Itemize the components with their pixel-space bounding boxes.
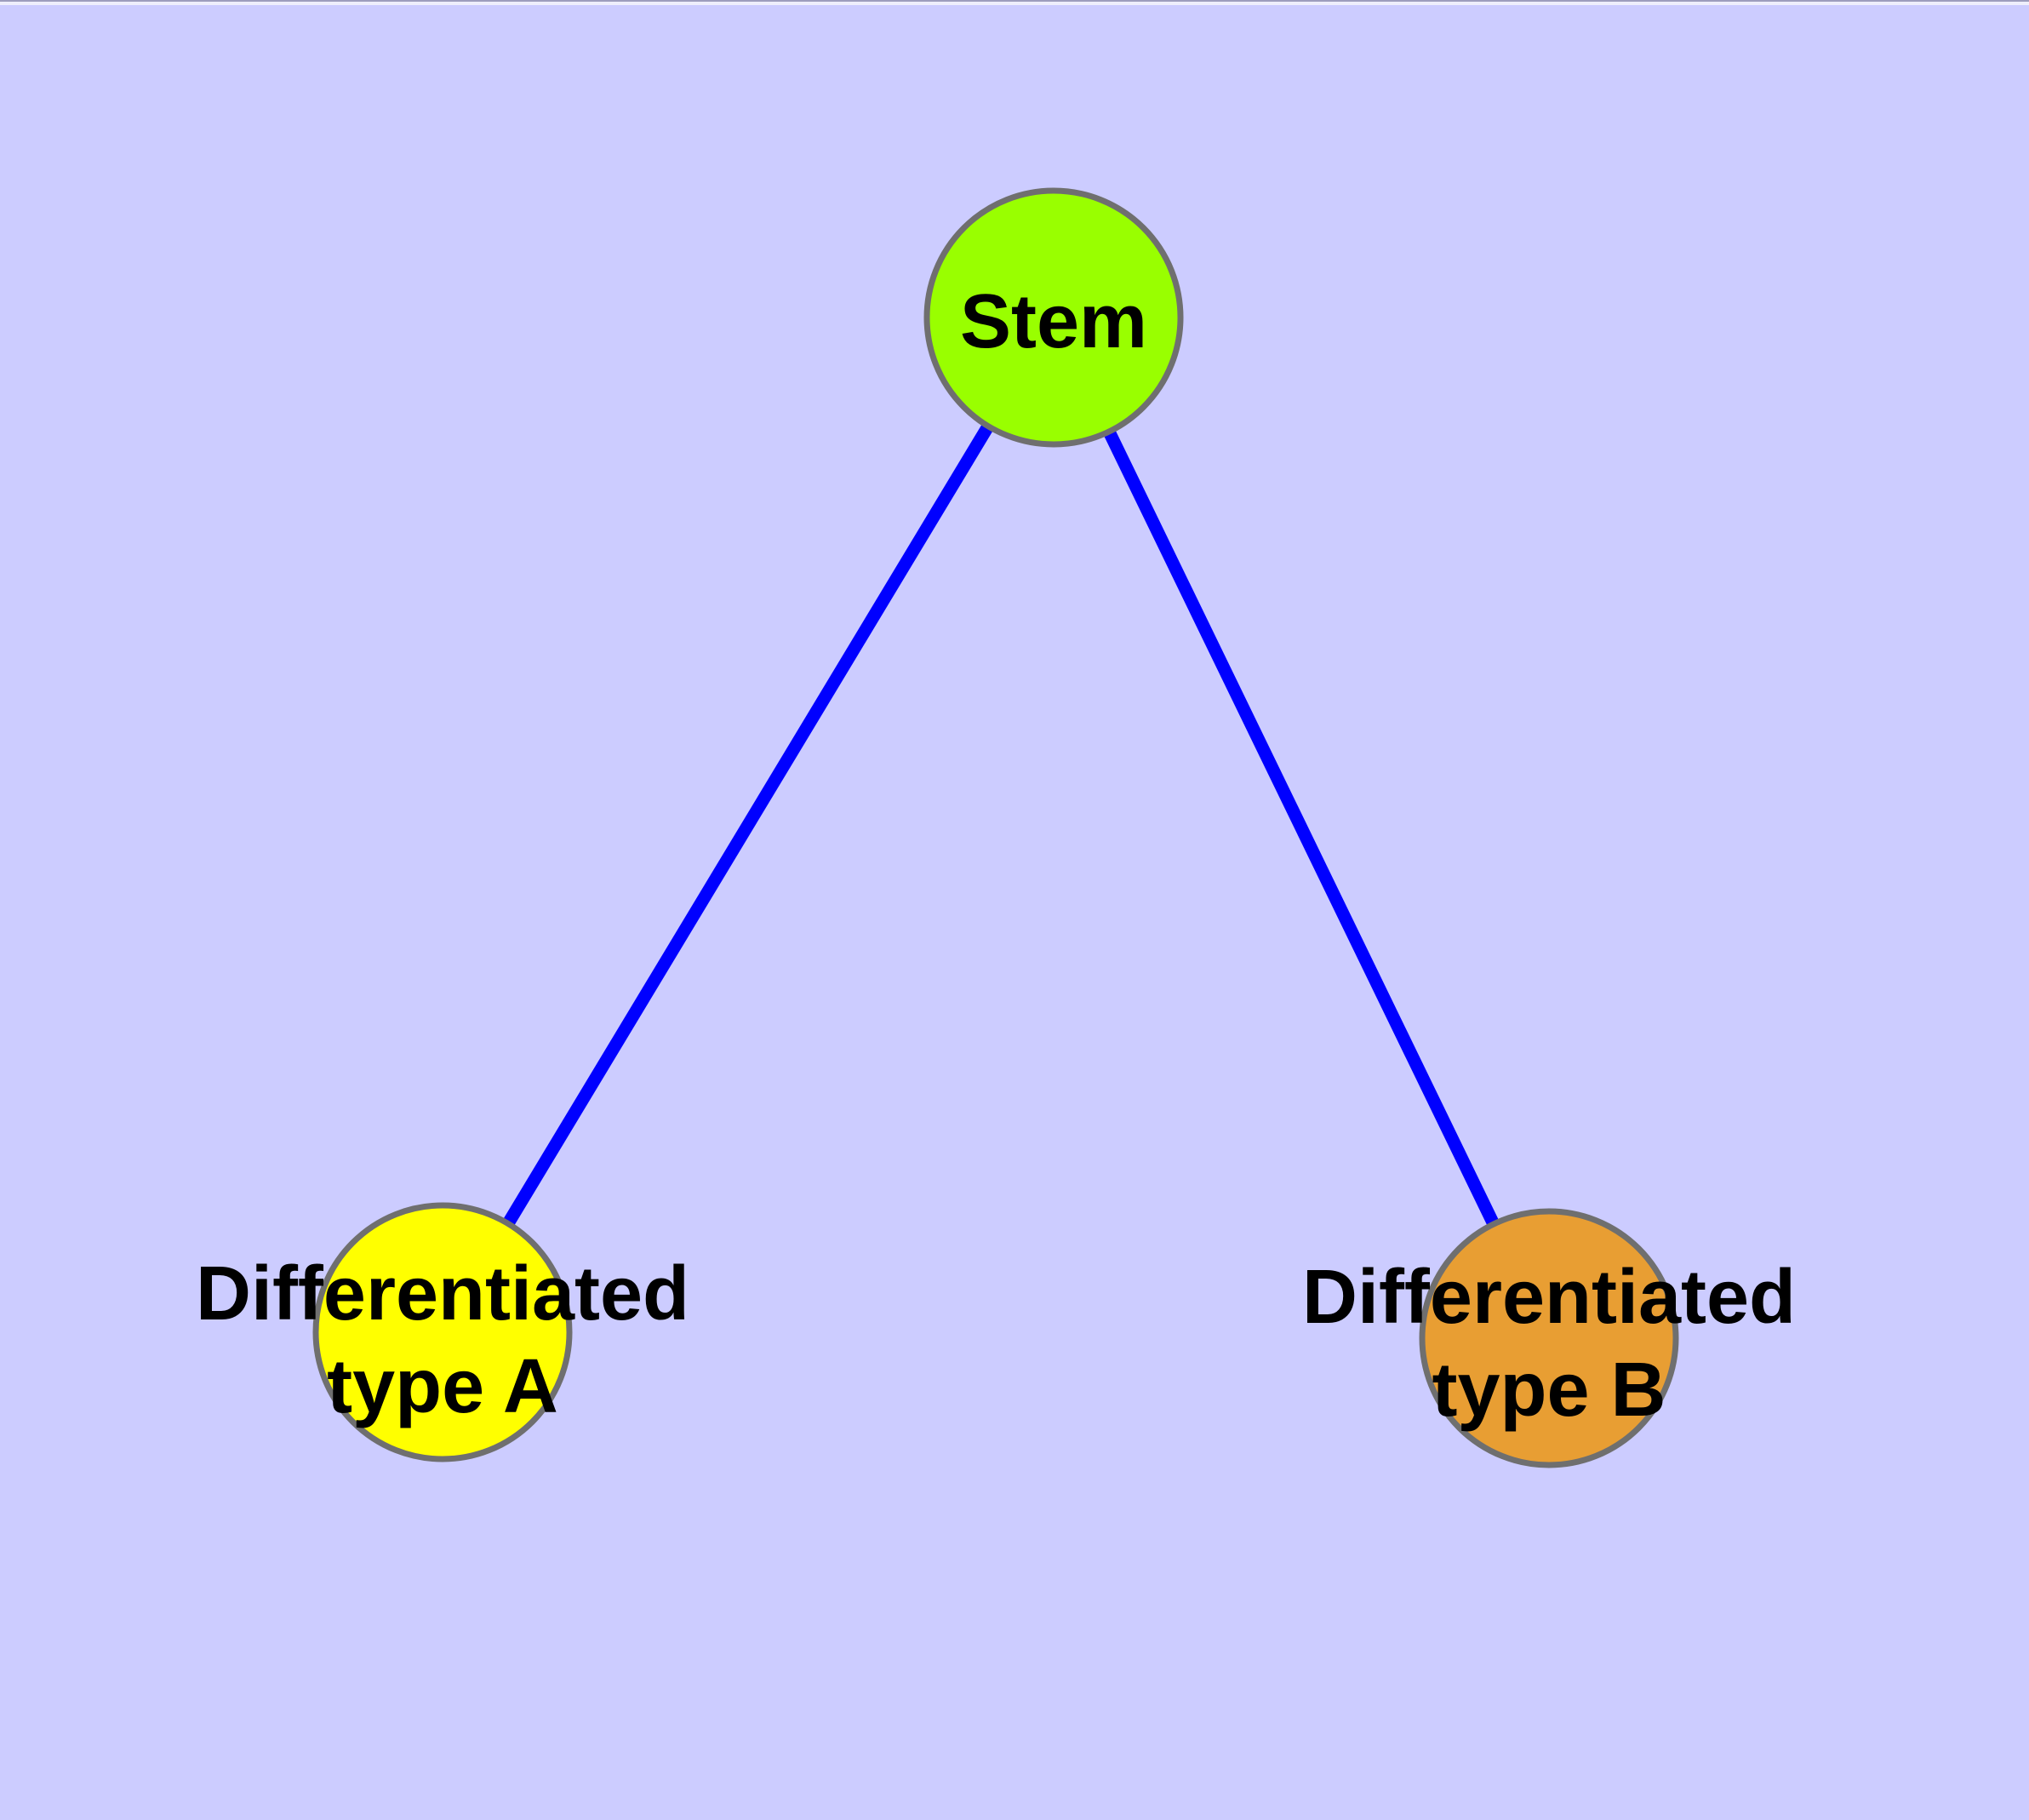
node-type-a-label-line2: type A <box>327 1344 558 1429</box>
node-type-b-label-line2: type B <box>1432 1348 1666 1433</box>
edge-stem-to-type-a <box>437 314 1060 1336</box>
node-differentiated-type-b-label: Differentiated type B <box>1302 1255 1796 1433</box>
top-edge-artifact-dark <box>0 0 2029 2</box>
node-differentiated-type-a <box>312 1202 573 1462</box>
top-edge-artifact-light <box>0 2 2029 5</box>
edge-group <box>437 314 1555 1342</box>
node-stem <box>923 187 1184 448</box>
node-group <box>312 187 1679 1468</box>
edge-stem-to-type-b <box>1048 314 1555 1342</box>
node-stem-label: Stem <box>960 279 1147 364</box>
label-group: Stem Differentiated type A Differentiate… <box>196 279 1796 1433</box>
node-differentiated-type-b <box>1419 1208 1679 1468</box>
node-type-b-label-line1: Differentiated <box>1302 1255 1796 1340</box>
node-type-a-label-line1: Differentiated <box>196 1251 689 1336</box>
node-differentiated-type-a-label: Differentiated type A <box>196 1251 689 1429</box>
